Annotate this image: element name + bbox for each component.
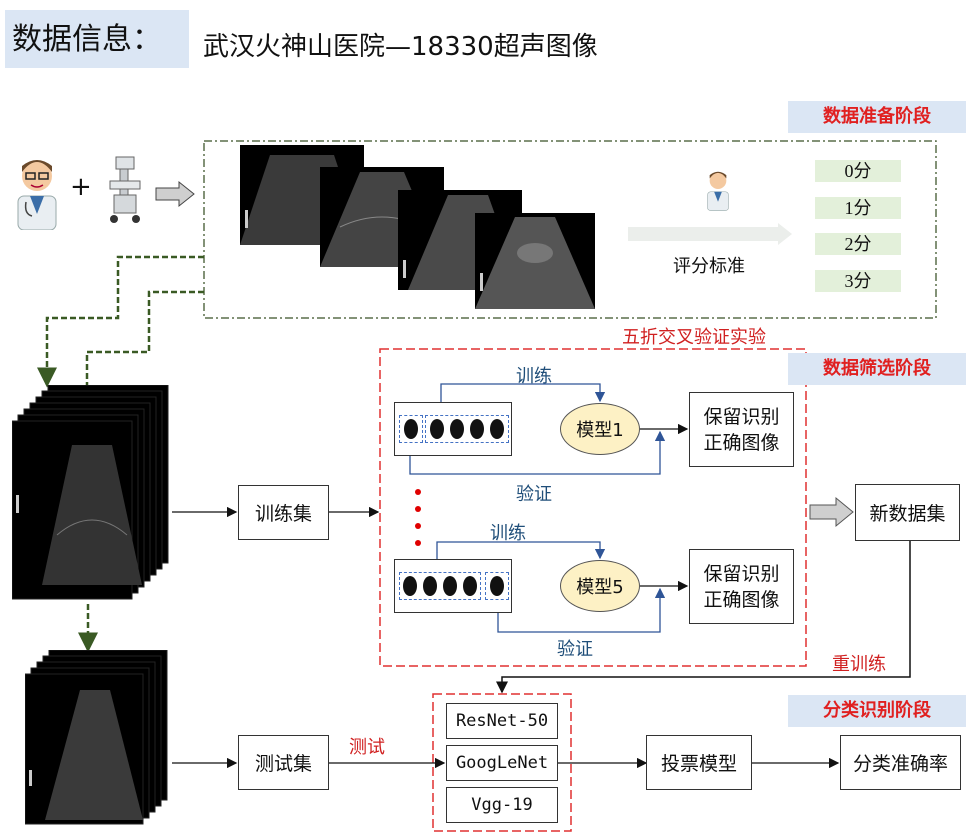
scoring-arrow <box>628 223 792 249</box>
score-1: 1分 <box>815 197 901 219</box>
ellipsis-dot <box>415 506 421 512</box>
keep-correct-line1: 保留识别 <box>703 562 780 585</box>
fold1-chunk <box>470 419 484 439</box>
keep-correct-line2: 正确图像 <box>703 431 780 454</box>
model-5: 模型5 <box>560 560 640 612</box>
fold5-chunk <box>463 576 477 596</box>
right-arrow-icon <box>155 180 195 212</box>
scoring-standard-label: 评分标准 <box>673 256 745 277</box>
fold5-chunk <box>490 576 504 596</box>
fold5-chunk <box>403 576 417 596</box>
stage-tag-classification: 分类识别阶段 <box>788 695 966 727</box>
fold1-chunk <box>450 419 464 439</box>
header-label: 数据信息： <box>12 22 162 57</box>
score-3: 3分 <box>815 270 901 292</box>
voting-model-box: 投票模型 <box>646 735 752 790</box>
green-connector-1 <box>37 255 204 388</box>
retrain-label: 重训练 <box>832 654 886 675</box>
accuracy-box: 分类准确率 <box>840 735 961 790</box>
train-set-box: 训练集 <box>238 485 329 540</box>
fold1-chunk <box>430 419 444 439</box>
scorer-doctor-icon <box>703 163 733 219</box>
keep-correct-box-5: 保留识别 正确图像 <box>689 549 794 624</box>
preparation-frame <box>203 140 937 319</box>
model-1: 模型1 <box>560 403 640 455</box>
header-label-bg <box>5 10 189 68</box>
model-googlenet: GoogLeNet <box>446 745 558 781</box>
test-label: 测试 <box>349 737 385 758</box>
stage-tag-preparation: 数据准备阶段 <box>788 101 966 133</box>
ellipsis-dot <box>415 523 421 529</box>
fold5-chunk <box>423 576 437 596</box>
ellipsis-dot <box>415 540 421 546</box>
fold5-train-line <box>436 541 606 565</box>
fold1-verify-label: 验证 <box>516 484 552 505</box>
fold5-verify-line <box>497 587 666 633</box>
fold1-verify-group <box>399 415 423 443</box>
fold1-chunk <box>404 419 418 439</box>
retrain-path <box>496 541 911 694</box>
cross-validation-frame <box>379 348 807 667</box>
fold5-verify-group <box>485 572 509 600</box>
fold5-verify-label: 验证 <box>557 639 593 660</box>
testing-image-stack <box>24 649 170 830</box>
model-resnet50: ResNet-50 <box>446 703 558 739</box>
fold1-data-box <box>394 402 512 456</box>
ellipsis-dot <box>415 489 421 495</box>
score-0: 0分 <box>815 160 901 182</box>
keep-correct-line1: 保留识别 <box>703 405 780 428</box>
doctor-icon <box>10 152 64 234</box>
cross-validation-title: 五折交叉验证实验 <box>622 327 766 348</box>
fold1-train-line <box>440 383 606 404</box>
fold1-train-label: 训练 <box>516 366 552 387</box>
ultrasound-machine-icon <box>102 155 148 229</box>
keep-correct-line2: 正确图像 <box>703 588 780 611</box>
new-dataset-box: 新数据集 <box>855 484 960 541</box>
dataset-title: 武汉火神山医院—18330超声图像 <box>203 32 598 62</box>
grey-arrow-to-newdata <box>809 496 854 528</box>
fold1-verify-line <box>409 430 666 475</box>
model-vgg19: Vgg-19 <box>446 787 558 823</box>
training-image-stack <box>11 384 172 603</box>
fold5-data-box <box>394 559 512 613</box>
keep-correct-box-1: 保留识别 正确图像 <box>689 392 794 467</box>
ultrasound-image-4 <box>475 213 595 309</box>
fold5-train-group <box>399 572 481 600</box>
plus-sign: + <box>70 172 92 202</box>
green-connector-2 <box>85 290 204 385</box>
stage-tag-screening: 数据筛选阶段 <box>788 353 966 385</box>
score-2: 2分 <box>815 233 901 255</box>
fold1-chunk <box>490 419 504 439</box>
test-set-box: 测试集 <box>238 735 329 790</box>
fold5-train-label: 训练 <box>490 523 526 544</box>
fold1-train-group <box>425 415 509 443</box>
fold5-chunk <box>443 576 457 596</box>
